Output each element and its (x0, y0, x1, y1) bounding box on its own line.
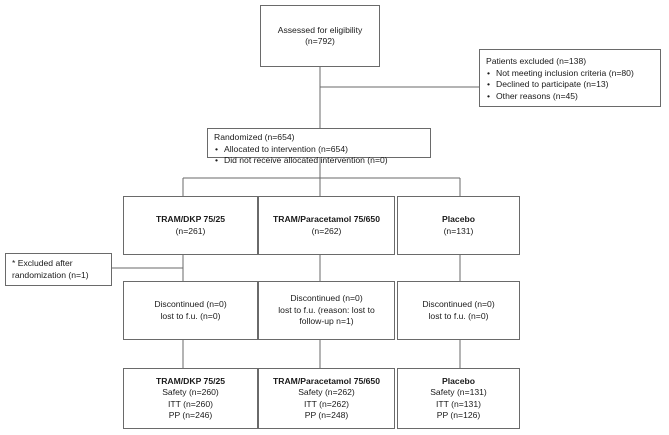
excluded-after-line2: randomization (n=1) (12, 269, 89, 280)
arm2-final-line: ITT (n=262) (304, 398, 349, 409)
arm2-final-title: TRAM/Paracetamol 75/650 (273, 375, 380, 386)
arm3-final-box: Placebo Safety (n=131) ITT (n=131) PP (n… (397, 368, 520, 429)
excluded-after-line1: * Excluded after (12, 258, 73, 268)
randomized-title: Randomized (n=654) (214, 132, 295, 142)
arm1-name: TRAM/DKP 75/25 (155, 214, 226, 224)
arm1-discontinued-box: Discontinued (n=0) lost to f.u. (n=0) (123, 281, 258, 340)
arm1-final-line: Safety (n=260) (162, 387, 219, 397)
arm1-final-box: TRAM/DKP 75/25 Safety (n=260) ITT (n=260… (123, 368, 258, 429)
excluded-after-box: * Excluded after randomization (n=1) (5, 253, 112, 286)
assessed-count: (n=792) (305, 36, 335, 46)
arm3-final-line: PP (n=126) (436, 410, 481, 420)
arm3-disc-line: Discontinued (n=0) (422, 299, 495, 309)
arm3-final-title: Placebo (442, 375, 475, 386)
arm1-final-title: TRAM/DKP 75/25 (155, 375, 226, 386)
arm2-count: (n=262) (311, 225, 342, 236)
arm2-final-box: TRAM/Paracetamol 75/650 Safety (n=262) I… (258, 368, 395, 429)
arm2-discontinued-box: Discontinued (n=0) lost to f.u. (reason:… (258, 281, 395, 340)
arm3-disc-line: lost to f.u. (n=0) (428, 310, 489, 321)
arm1-final-line: ITT (n=260) (168, 398, 213, 409)
excluded-box: Patients excluded (n=138) Not meeting in… (479, 49, 661, 107)
excluded-item: Not meeting inclusion criteria (n=80) (486, 68, 654, 80)
excluded-list: Not meeting inclusion criteria (n=80) De… (486, 68, 654, 103)
arm2-disc-line: follow-up n=1) (299, 316, 354, 327)
arm3-name: Placebo (442, 214, 475, 224)
arm3-final-line: Safety (n=131) (430, 387, 487, 397)
arm1-disc-line: Discontinued (n=0) (154, 299, 227, 309)
randomized-item: Allocated to intervention (n=654) (214, 144, 424, 156)
arm3-box: Placebo (n=131) (397, 196, 520, 255)
excluded-item: Declined to participate (n=13) (486, 79, 654, 91)
randomized-item: Did not receive allocated intervention (… (214, 155, 424, 167)
arm2-box: TRAM/Paracetamol 75/650 (n=262) (258, 196, 395, 255)
assessed-box: Assessed for eligibility (n=792) (260, 5, 380, 67)
assessed-title: Assessed for eligibility (277, 24, 363, 35)
arm2-name: TRAM/Paracetamol 75/650 (273, 214, 380, 224)
arm2-final-line: Safety (n=262) (298, 387, 355, 397)
randomized-list: Allocated to intervention (n=654) Did no… (214, 144, 424, 167)
excluded-title: Patients excluded (n=138) (486, 56, 587, 66)
arm2-final-line: PP (n=248) (304, 410, 349, 420)
arm2-disc-line: Discontinued (n=0) (290, 293, 363, 304)
arm3-final-line: ITT (n=131) (436, 398, 481, 409)
arm1-count: (n=261) (175, 225, 206, 236)
arm3-discontinued-box: Discontinued (n=0) lost to f.u. (n=0) (397, 281, 520, 340)
excluded-item: Other reasons (n=45) (486, 91, 654, 103)
arm1-box: TRAM/DKP 75/25 (n=261) (123, 196, 258, 255)
arm3-count: (n=131) (443, 225, 474, 236)
arm1-final-line: PP (n=246) (168, 410, 213, 420)
arm1-disc-line: lost to f.u. (n=0) (160, 310, 221, 321)
randomized-box: Randomized (n=654) Allocated to interven… (207, 128, 431, 166)
arm2-disc-line: lost to f.u. (reason: lost to (278, 304, 375, 315)
